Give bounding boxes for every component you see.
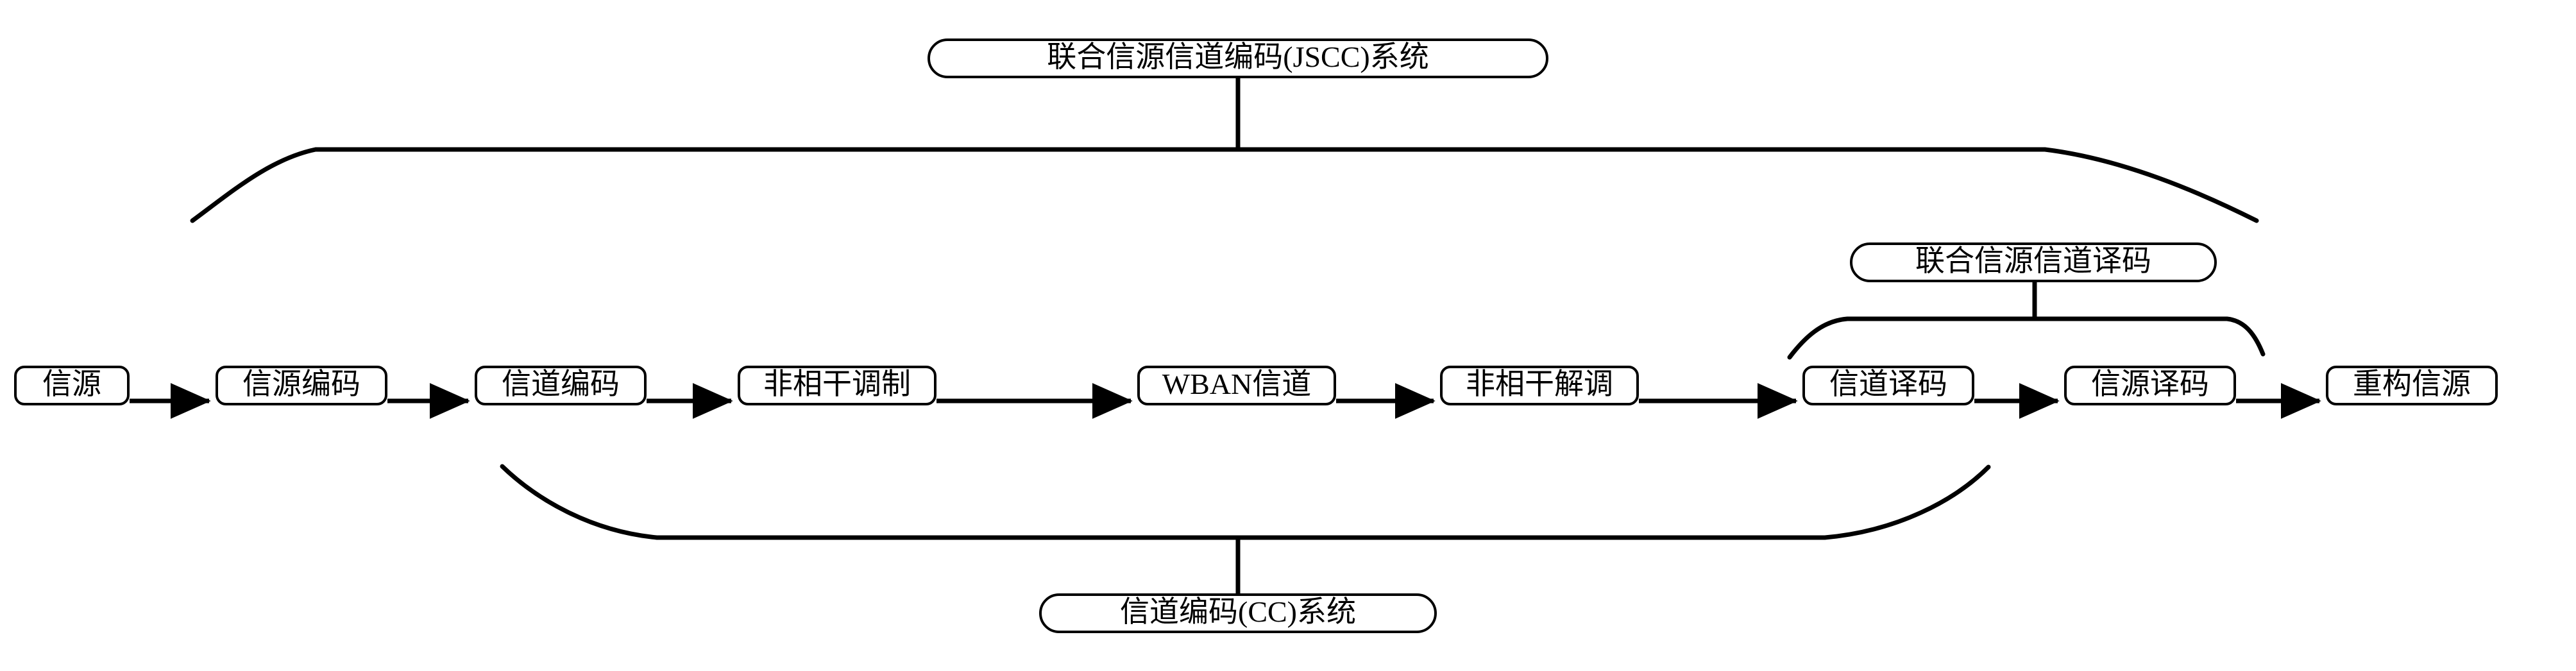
jscd-brace [1787, 316, 2266, 360]
node-source-decoder-label: 信源译码 [2091, 368, 2209, 400]
node-reconstructed-source-label: 重构信源 [2353, 368, 2471, 400]
cc-brace [500, 464, 1991, 540]
node-source-decoder[interactable]: 信源译码 [2064, 366, 2236, 405]
group-box-cc-label: 信道编码(CC)系统 [1120, 595, 1356, 628]
node-channel-decoder-label: 信道译码 [1829, 368, 1947, 400]
node-noncoherent-modulation[interactable]: 非相干调制 [738, 366, 936, 405]
node-source-encoder[interactable]: 信源编码 [216, 366, 387, 405]
jscc-brace [190, 147, 2259, 223]
group-box-jscc-label: 联合信源信道编码(JSCC)系统 [1047, 40, 1429, 73]
group-box-jscd[interactable]: 联合信源信道译码 [1850, 242, 2217, 282]
node-channel-encoder[interactable]: 信道编码 [475, 366, 647, 405]
group-box-cc[interactable]: 信道编码(CC)系统 [1039, 593, 1437, 633]
node-noncoherent-demodulation-label: 非相干解调 [1466, 368, 1613, 400]
node-wban-channel-label: WBAN信道 [1162, 368, 1312, 400]
node-channel-decoder[interactable]: 信道译码 [1802, 366, 1974, 405]
node-noncoherent-modulation-label: 非相干调制 [763, 368, 911, 400]
node-reconstructed-source[interactable]: 重构信源 [2326, 366, 2498, 405]
node-source[interactable]: 信源 [14, 366, 130, 405]
node-source-label: 信源 [42, 368, 101, 400]
node-noncoherent-demodulation[interactable]: 非相干解调 [1440, 366, 1639, 405]
node-source-encoder-label: 信源编码 [242, 368, 360, 400]
node-channel-encoder-label: 信道编码 [502, 368, 620, 400]
group-box-jscc[interactable]: 联合信源信道编码(JSCC)系统 [928, 38, 1548, 78]
node-wban-channel[interactable]: WBAN信道 [1137, 366, 1336, 405]
group-box-jscd-label: 联合信源信道译码 [1915, 244, 2151, 277]
